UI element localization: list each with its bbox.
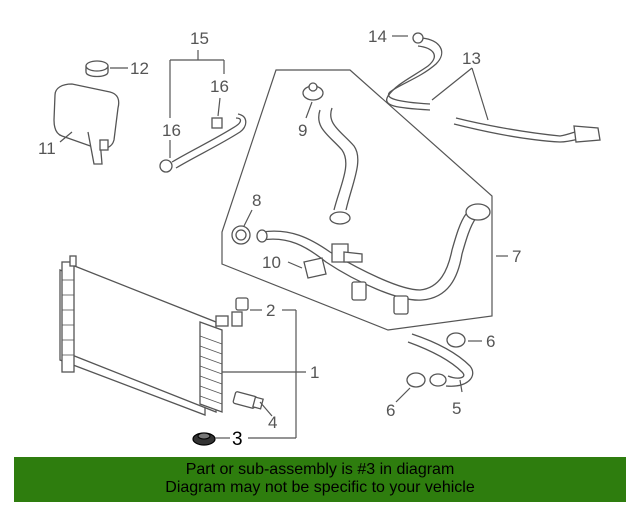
overflow-hose: [159, 113, 247, 173]
coolant-reservoir: [53, 83, 120, 165]
clamp-6-upper: [446, 332, 466, 348]
callout-16a: 16: [210, 77, 229, 96]
callout-6a: 6: [486, 332, 495, 351]
callout-16b: 16: [162, 121, 181, 140]
bypass-hose: [407, 333, 474, 387]
reservoir-cap: [85, 60, 109, 78]
callout-2: 2: [266, 301, 275, 320]
callout-12: 12: [130, 59, 149, 78]
drain-plug: [235, 297, 249, 311]
callout-15: 15: [190, 29, 209, 48]
callout-labels: 15 12 16 16 11 14 13 9 8 7 10 2 1 4 3 6 …: [38, 27, 521, 450]
banner-line-1: Part or sub-assembly is #3 in diagram: [185, 461, 455, 478]
clamp-6-lower: [406, 372, 426, 388]
callout-14: 14: [368, 27, 387, 46]
temp-sensor: [232, 391, 264, 410]
callout-3: 3: [232, 429, 243, 450]
callout-1: 1: [310, 363, 319, 382]
callout-6b: 6: [386, 401, 395, 420]
callout-7: 7: [512, 247, 521, 266]
parts-diagram: 15 12 16 16 11 14 13 9 8 7 10 2 1 4 3 6 …: [38, 27, 601, 450]
callout-8: 8: [252, 191, 261, 210]
callout-4: 4: [268, 413, 277, 432]
radiator: [59, 255, 243, 416]
info-banner: Part or sub-assembly is #3 in diagram Di…: [14, 457, 626, 502]
engine-panel: [221, 69, 493, 331]
bracket-10: [303, 257, 327, 279]
callout-5: 5: [452, 399, 461, 418]
banner-line-2: Diagram may not be specific to your vehi…: [165, 479, 475, 496]
callout-11: 11: [38, 139, 56, 158]
lower-hose: [256, 203, 491, 315]
leader-lines: [59, 35, 508, 439]
drain-cock: [192, 432, 216, 446]
callout-13: 13: [462, 49, 481, 68]
clamp-9: [302, 82, 324, 101]
callout-10: 10: [262, 253, 281, 272]
callout-9: 9: [298, 121, 307, 140]
upper-hose: [318, 107, 359, 225]
heater-hoses: [386, 32, 601, 143]
clamp-8: [231, 225, 251, 245]
